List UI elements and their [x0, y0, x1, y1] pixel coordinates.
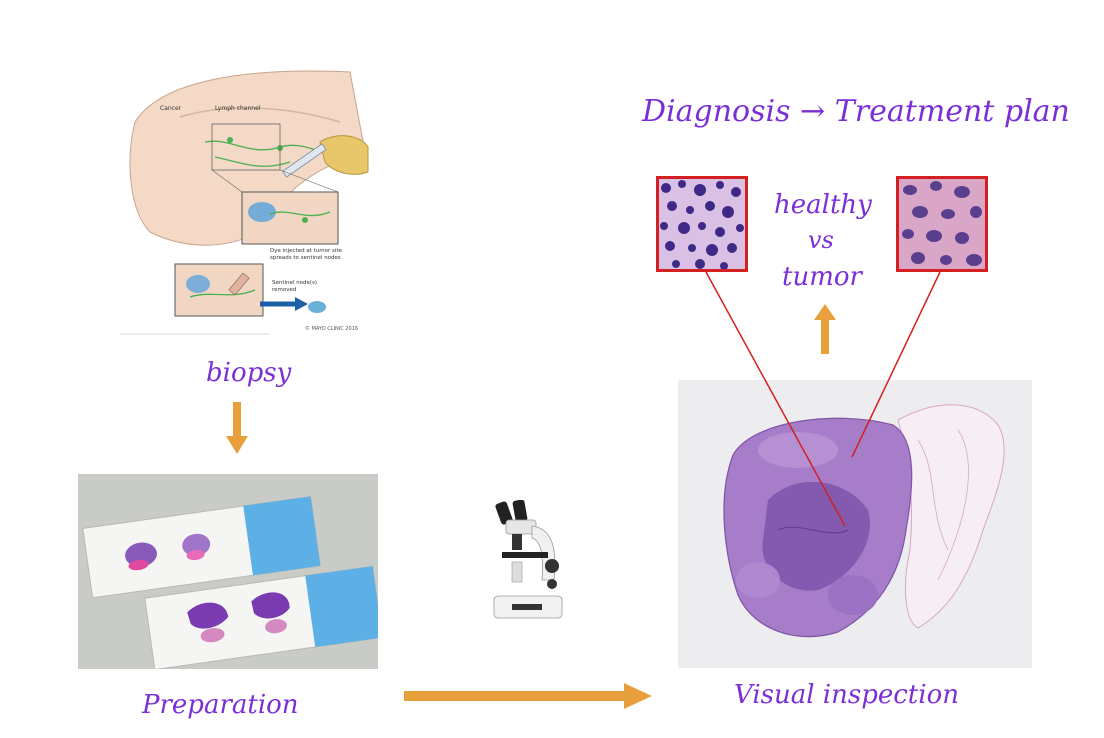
- vs-label: vs: [808, 226, 834, 254]
- healthy-label: healthy: [774, 190, 872, 220]
- preparation-label: Preparation: [142, 690, 299, 720]
- cancer-label: Cancer: [160, 105, 182, 112]
- slides-photo: [78, 474, 378, 669]
- dye-caption-2: spreads to sentinel nodes: [270, 255, 341, 261]
- lymph-label: Lymph channel: [215, 105, 261, 112]
- tumor-patch: [896, 176, 988, 272]
- biopsy-illustration: Cancer Lymph channel Dye injected at tum…: [120, 62, 370, 344]
- whole-slide-image: [678, 380, 1032, 668]
- mayo-credit: © MAYO CLINIC 2016: [305, 325, 358, 332]
- down-arrow: [226, 402, 248, 456]
- visual-inspection-label: Visual inspection: [734, 680, 959, 710]
- diagnosis-title: Diagnosis → Treatment plan: [642, 94, 1070, 129]
- right-arrow: [404, 683, 654, 709]
- up-arrow: [814, 304, 836, 354]
- sentinel-caption-2: removed: [272, 287, 296, 293]
- sentinel-caption-1: Sentinel node(s): [272, 280, 317, 286]
- microscope-icon: [488, 500, 568, 626]
- tumor-label: tumor: [782, 262, 862, 292]
- biopsy-label: biopsy: [206, 358, 292, 388]
- dye-caption-1: Dye injected at tumor site: [270, 248, 343, 254]
- healthy-patch: [656, 176, 748, 272]
